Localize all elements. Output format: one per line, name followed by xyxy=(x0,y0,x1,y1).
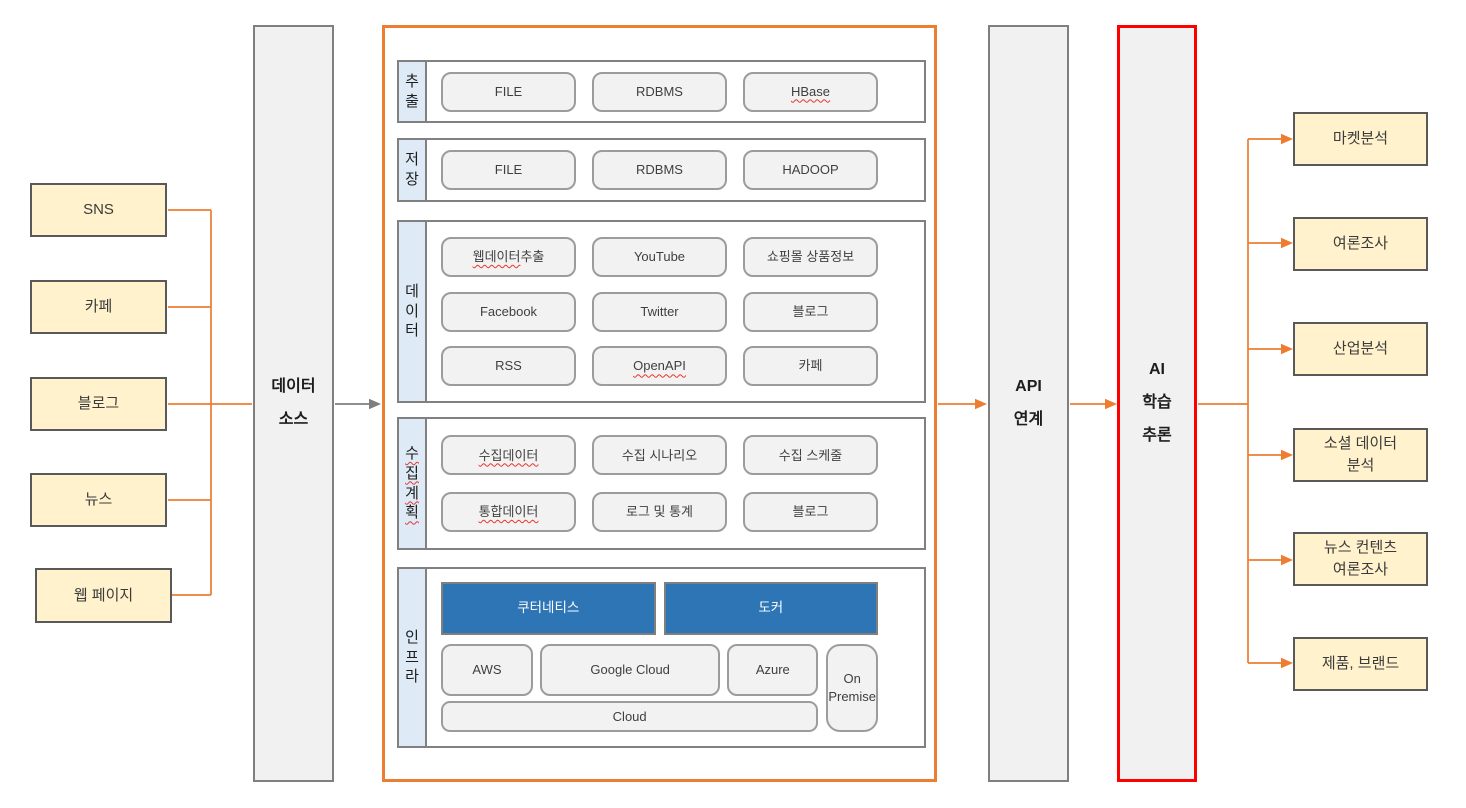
output-box: 여론조사 xyxy=(1293,217,1428,271)
ai-inference-pillar: AI 학습 추론 xyxy=(1117,25,1197,782)
chip-row: FILE RDBMS HBase xyxy=(441,71,878,112)
chip: On Premise xyxy=(826,644,878,732)
infra-on-premise-slot: On Premise xyxy=(826,644,878,732)
chip: AWS xyxy=(441,644,533,696)
chip: OpenAPI xyxy=(592,346,727,387)
chip: HADOOP xyxy=(743,150,878,190)
output-box: 마켓분석 xyxy=(1293,112,1428,166)
chip: Facebook xyxy=(441,291,576,332)
chip: 카페 xyxy=(743,346,878,387)
chip-row: 수집데이터 수집 시나리오 수집 스케줄 xyxy=(441,435,878,476)
source-box: 웹 페이지 xyxy=(35,568,172,623)
chip: 수집 시나리오 xyxy=(592,435,727,476)
data-source-pillar: 데이터 소스 xyxy=(253,25,334,782)
chip: YouTube xyxy=(592,236,727,277)
output-box-label: 산업분석 xyxy=(1332,340,1389,358)
source-box-label: 블로그 xyxy=(77,395,120,413)
chip-row: Facebook Twitter 블로그 xyxy=(441,291,878,332)
chip: Twitter xyxy=(592,291,727,332)
output-box-label: 제품, 브랜드 xyxy=(1321,655,1400,673)
output-box-label: 여론조사 xyxy=(1332,235,1389,253)
chip: 블로그 xyxy=(743,491,878,532)
chip: Google Cloud xyxy=(540,644,721,696)
source-box: 블로그 xyxy=(30,377,167,431)
chip: 수집데이터 xyxy=(441,435,576,476)
data-source-pillar-label: 데이터 소스 xyxy=(271,377,316,428)
chip-row: RSS OpenAPI 카페 xyxy=(441,346,878,387)
chip: RSS xyxy=(441,346,576,387)
api-link-pillar-label: API 연계 xyxy=(1013,377,1044,428)
source-box: 뉴스 xyxy=(30,473,167,527)
output-box-label: 소셜 데이터 분석 xyxy=(1323,435,1398,474)
chip: RDBMS xyxy=(592,71,727,112)
section-data-items: 웹데이터 추출 YouTube 쇼핑몰 상품정보 Facebook Twitter 블로그… xyxy=(427,222,924,401)
chip: 블로그 xyxy=(743,291,878,332)
infra-cloud-wide-slot: Cloud xyxy=(441,701,819,732)
chip: 웹데이터 추출 xyxy=(441,236,576,277)
chip-row: FILE RDBMS HADOOP xyxy=(441,150,878,190)
chip: RDBMS xyxy=(592,150,727,190)
section-storage-items: FILE RDBMS HADOOP xyxy=(427,140,924,200)
output-box: 뉴스 컨텐츠 여론조사 xyxy=(1293,532,1428,586)
chip: 수집 스케줄 xyxy=(743,435,878,476)
chip: HBase xyxy=(743,71,878,112)
chip: 로그 및 통계 xyxy=(592,491,727,532)
output-box-label: 마켓분석 xyxy=(1332,130,1389,148)
gray-arrow xyxy=(335,398,381,410)
source-box: SNS xyxy=(30,183,167,237)
chip: Azure xyxy=(727,644,819,696)
chip: 도커 xyxy=(663,582,878,635)
chip: Cloud xyxy=(441,701,819,732)
source-box-label: SNS xyxy=(83,201,114,219)
chip: 쇼핑몰 상품정보 xyxy=(743,236,878,277)
source-box-label: 카페 xyxy=(84,298,113,316)
section-extract-items: FILE RDBMS HBase xyxy=(427,62,924,121)
output-box: 제품, 브랜드 xyxy=(1293,637,1428,691)
output-box: 소셜 데이터 분석 xyxy=(1293,428,1428,482)
source-box-label: 웹 페이지 xyxy=(73,586,134,604)
source-box: 카페 xyxy=(30,280,167,334)
chip: FILE xyxy=(441,150,576,190)
chip: FILE xyxy=(441,71,576,112)
chip: 통합데이터 xyxy=(441,491,576,532)
chip-row: 통합데이터 로그 및 통계 블로그 xyxy=(441,491,878,532)
api-link-pillar: API 연계 xyxy=(988,25,1069,782)
chip-row: 웹데이터 추출 YouTube 쇼핑몰 상품정보 xyxy=(441,236,878,277)
output-box: 산업분석 xyxy=(1293,322,1428,376)
ai-inference-pillar-label: AI 학습 추론 xyxy=(1142,361,1172,444)
output-box-label: 뉴스 컨텐츠 여론조사 xyxy=(1323,539,1398,578)
source-box-label: 뉴스 xyxy=(84,491,113,509)
chip: 쿠터네티스 xyxy=(441,582,656,635)
